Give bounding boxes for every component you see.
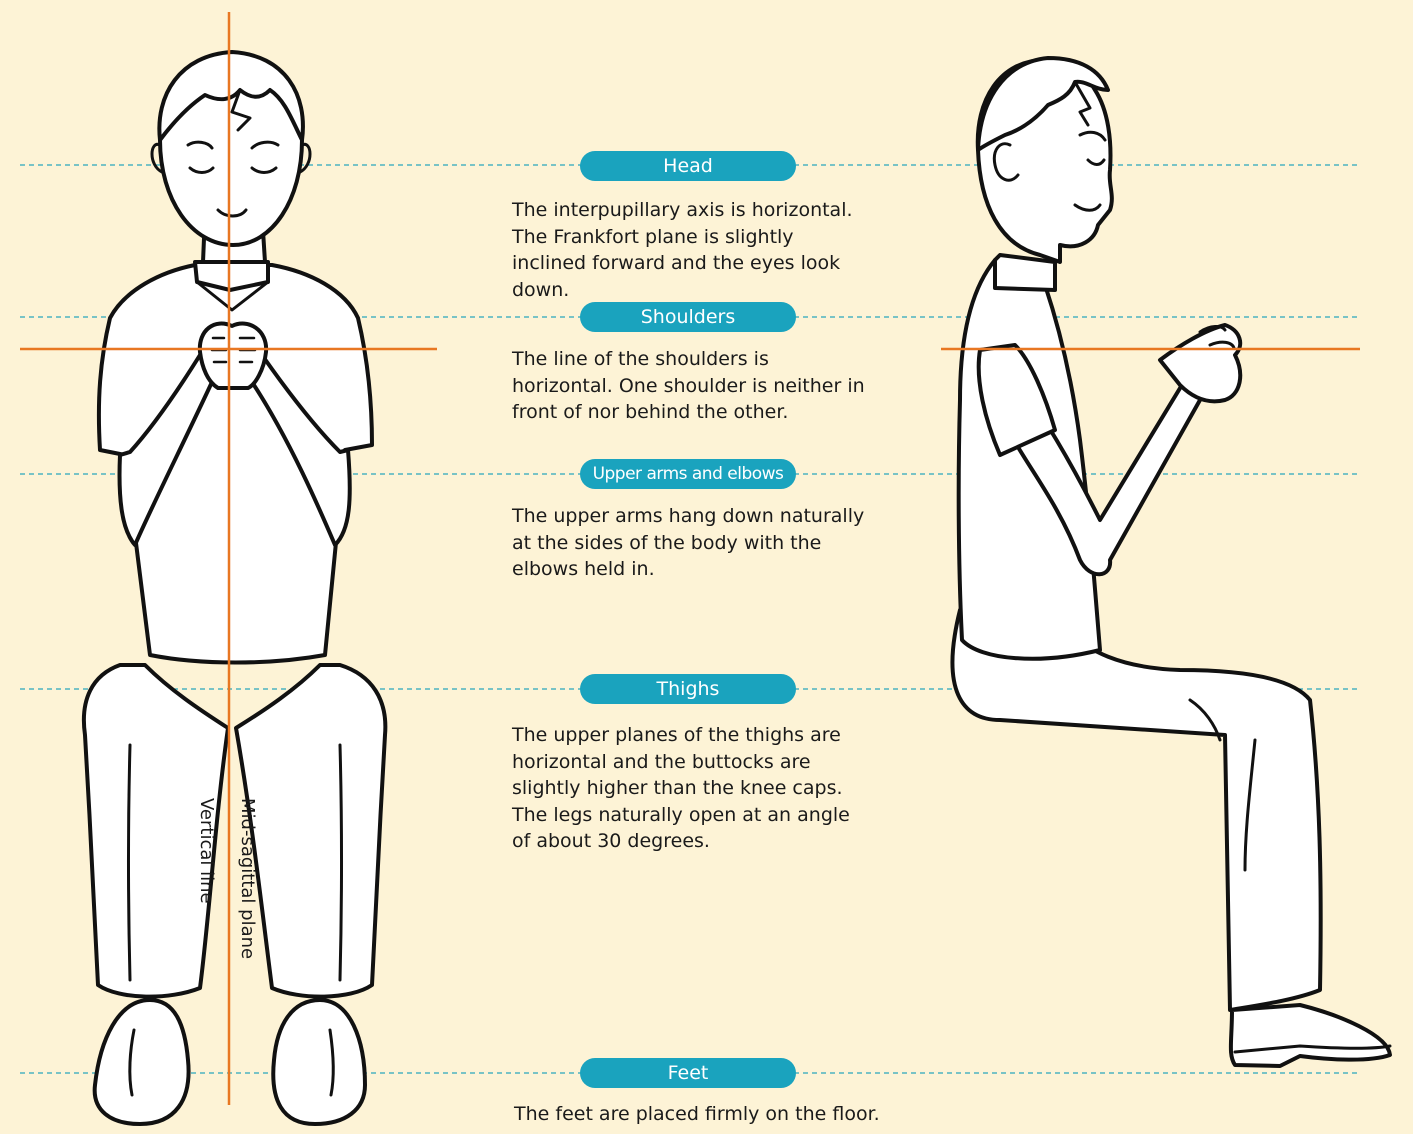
mid-sagittal-label: Mid-sagittal plane <box>237 798 258 959</box>
side-trousers <box>952 610 1320 1010</box>
side-hand <box>1160 325 1240 401</box>
shoulders-description: The line of the shoulders is horizontal.… <box>512 346 874 426</box>
front-right-trouser <box>236 665 385 997</box>
head-description: The interpupillary axis is horizontal. T… <box>512 197 862 303</box>
side-figure <box>952 58 1390 1066</box>
feet-pill: Feet <box>580 1058 796 1088</box>
front-left-shoe <box>95 1000 189 1124</box>
thighs-pill: Thighs <box>580 674 796 704</box>
vertical-line-label: Vertical line <box>196 798 217 904</box>
front-figure <box>84 52 385 1124</box>
shoulders-pill: Shoulders <box>580 302 796 332</box>
feet-description: The feet are placed firmly on the floor. <box>514 1101 914 1128</box>
front-right-shoe <box>273 1000 365 1124</box>
front-hands <box>200 324 266 388</box>
side-shoe <box>1231 1005 1390 1066</box>
head-pill: Head <box>580 151 796 181</box>
upper-arms-description: The upper arms hang down naturally at th… <box>512 503 874 583</box>
upper-arms-pill: Upper arms and elbows <box>580 459 796 489</box>
thighs-description: The upper planes of the thighs are horiz… <box>512 722 862 855</box>
